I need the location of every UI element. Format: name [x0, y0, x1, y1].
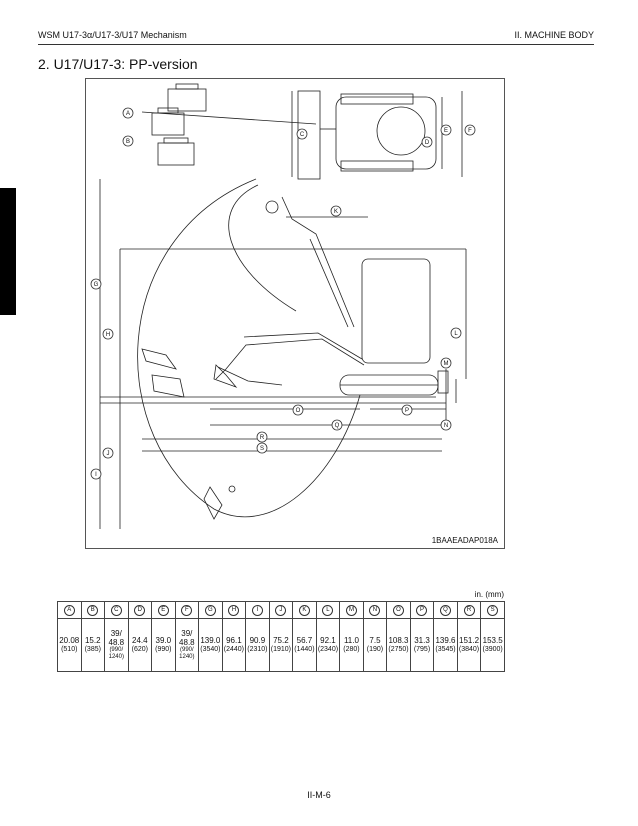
- cell-g: 139.0(3540): [198, 618, 223, 672]
- col-d-label: D: [134, 605, 146, 616]
- callout-m: M: [444, 361, 449, 367]
- col-n-label: N: [369, 605, 381, 616]
- cell-d: 24.4(620): [127, 618, 153, 672]
- callout-q: Q: [335, 423, 340, 429]
- cell-n: 7.5(190): [362, 618, 388, 672]
- callout-b: B: [126, 139, 130, 145]
- cell-l: 92.1(2340): [315, 618, 341, 672]
- col-g-label: G: [204, 605, 216, 616]
- header-rule: [38, 44, 594, 45]
- running-header-left: WSM U17-3α/U17-3/U17 Mechanism: [38, 30, 187, 40]
- cell-q: 139.6(3545): [433, 618, 458, 672]
- callout-a: A: [126, 111, 130, 117]
- col-h-label: H: [228, 605, 240, 616]
- col-f-label: F: [181, 605, 193, 616]
- cell-h: 96.1(2440): [221, 618, 247, 672]
- cell-s: 153.5(3900): [480, 618, 505, 672]
- col-l-label: L: [322, 605, 334, 616]
- cell-b: 15.2(385): [80, 618, 106, 672]
- cell-c: 39/48.8(990/ 1240): [104, 618, 129, 672]
- cell-p: 31.3(795): [409, 618, 435, 672]
- dimension-table: A B C D E F G H I J K L M N O P Q R S 20…: [57, 601, 505, 672]
- table-value-row: 20.08(510) 15.2(385) 39/48.8(990/ 1240) …: [57, 618, 505, 672]
- unit-note: in. (mm): [474, 590, 504, 599]
- page-number: II-M-6: [307, 790, 331, 800]
- cell-a: 20.08(510): [57, 618, 82, 672]
- col-k-label: K: [298, 605, 310, 616]
- cell-i: 90.9(2310): [245, 618, 270, 672]
- callout-r: R: [260, 435, 265, 441]
- callout-k: K: [334, 209, 338, 215]
- col-o-label: O: [392, 605, 404, 616]
- callout-i: I: [95, 472, 97, 478]
- callout-s: S: [260, 446, 264, 452]
- callout-n: N: [444, 423, 448, 429]
- figure-code: 1BAAEADAP018A: [431, 536, 498, 545]
- cell-j: 75.2(1910): [268, 618, 294, 672]
- section-title: 2. U17/U17-3: PP-version: [38, 56, 198, 72]
- col-b-label: B: [87, 605, 99, 616]
- col-a-label: A: [63, 605, 75, 616]
- col-s-label: S: [487, 605, 499, 616]
- cell-e: 39.0(990): [151, 618, 176, 672]
- chapter-thumb-tab: [0, 188, 16, 315]
- cell-r: 151.2(3840): [456, 618, 482, 672]
- callout-l: L: [454, 331, 458, 337]
- callout-f: F: [468, 128, 472, 134]
- col-p-label: P: [416, 605, 428, 616]
- callout-d: D: [425, 140, 430, 146]
- col-c-label: C: [110, 605, 122, 616]
- cell-m: 11.0(280): [339, 618, 364, 672]
- cell-f: 39/48.8(990/ 1240): [174, 618, 200, 672]
- table-header-row: A B C D E F G H I J K L M N O P Q R S: [57, 601, 505, 619]
- running-header-right: II. MACHINE BODY: [514, 30, 594, 40]
- callout-g: G: [94, 282, 99, 288]
- callout-o: O: [296, 408, 301, 414]
- col-q-label: Q: [440, 605, 451, 616]
- col-r-label: R: [463, 605, 475, 616]
- col-e-label: E: [157, 605, 169, 616]
- callout-e: E: [444, 128, 448, 134]
- cell-k: 56.7(1440): [292, 618, 317, 672]
- col-m-label: M: [345, 605, 357, 616]
- callout-c: C: [300, 132, 305, 138]
- callout-j: J: [107, 451, 110, 457]
- dimension-diagram: A B C D E F G H I J K L M N O P Q R S 1B…: [85, 78, 505, 549]
- col-i-label: I: [251, 605, 263, 616]
- callout-h: H: [106, 332, 110, 338]
- excavator-drawing: A B C D E F G H I J K L M N O P Q R S: [90, 83, 476, 529]
- cell-o: 108.3(2750): [386, 618, 411, 672]
- callout-p: P: [405, 408, 409, 414]
- col-j-label: J: [275, 605, 287, 616]
